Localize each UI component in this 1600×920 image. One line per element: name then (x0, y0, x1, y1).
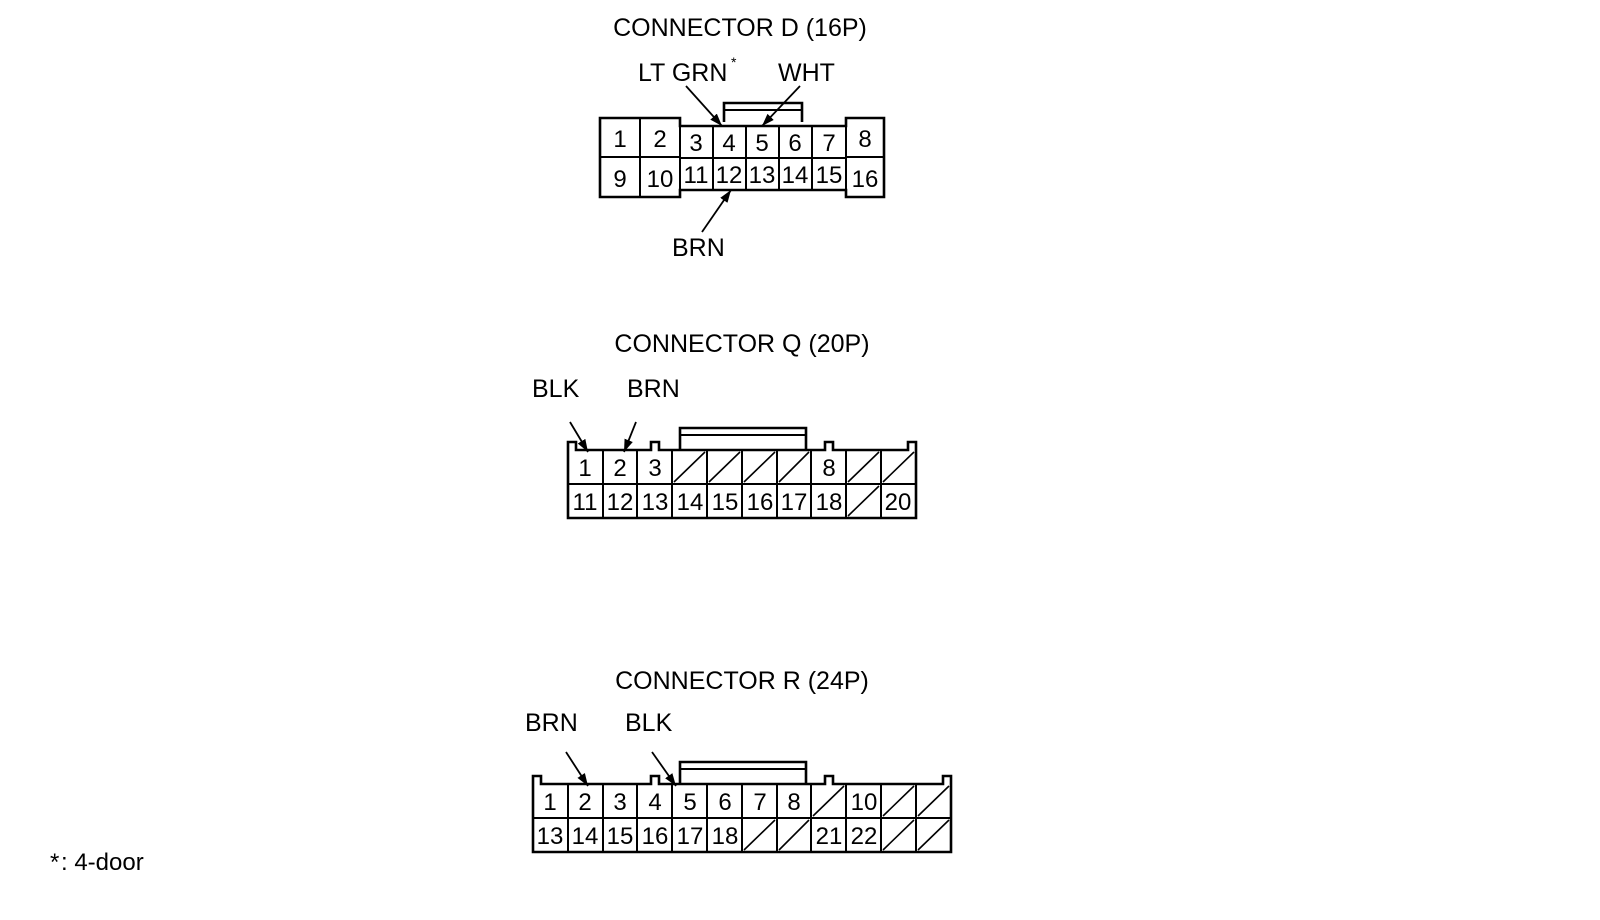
footnote-text: : 4-door (61, 849, 144, 876)
pin-cell: 13 (537, 823, 564, 850)
empty-cavity-slash (743, 451, 776, 483)
empty-cavity-slash (812, 785, 845, 817)
pin-cell: 11 (684, 162, 709, 189)
connector-d-title: CONNECTOR D (16P) (613, 14, 867, 42)
pin-cell: 1 (543, 789, 556, 816)
pin-cell: 3 (689, 130, 702, 157)
pin-cell: 11 (573, 489, 598, 516)
connector-d-lock-tab (722, 101, 804, 122)
leader-arrow (651, 751, 677, 787)
empty-cavity-slash (917, 819, 950, 851)
connector-r-empty-cavities (743, 785, 950, 851)
connector-q: CONNECTOR Q (20P) BLK BRN (532, 330, 918, 520)
pin-cell: 16 (747, 489, 774, 516)
leader-arrow (569, 421, 589, 453)
pin-cell: 2 (578, 789, 591, 816)
pin-cell: 1 (613, 126, 626, 153)
connector-r-cell-grid (533, 784, 951, 852)
pin-cell: 13 (749, 162, 776, 189)
pin-cell: 18 (712, 823, 739, 850)
pin-cell: 15 (816, 162, 843, 189)
connector-r: CONNECTOR R (24P) BRN BLK (525, 667, 953, 854)
leader-arrow (761, 85, 801, 127)
leader-arrow (565, 751, 589, 787)
pin-cell: 2 (653, 126, 666, 153)
connector-r-leaders (565, 751, 677, 787)
empty-cavity-slash (743, 819, 776, 851)
pin-cell: 3 (613, 789, 626, 816)
pin-cell: 22 (851, 823, 878, 850)
pin-cell: 5 (683, 789, 696, 816)
pin-cell: 20 (885, 489, 912, 516)
pin-cell: 8 (858, 126, 871, 153)
pin-cell: 13 (642, 489, 669, 516)
pin-cell: 10 (851, 789, 878, 816)
empty-cavity-slash (882, 451, 915, 483)
leader-arrow (701, 189, 732, 233)
pin-cell: 5 (755, 130, 768, 157)
connector-q-cell-grid (568, 450, 916, 518)
pin-cell: 8 (787, 789, 800, 816)
pin-cell: 17 (781, 489, 808, 516)
connector-d-pins: 1 2 3 4 5 6 7 8 9 10 11 12 13 14 15 16 (613, 126, 878, 193)
connector-r-title: CONNECTOR R (24P) (615, 667, 869, 695)
connector-r-wire-brn: BRN (525, 709, 578, 737)
empty-cavity-slash (847, 451, 880, 483)
connector-r-wire-blk: BLK (625, 709, 673, 737)
footnote-mark: * (50, 849, 59, 876)
connector-d-wire-lt-grn-mark: * (731, 54, 737, 70)
connector-d: CONNECTOR D (16P) LT GRN * WHT BRN 1 2 (598, 14, 886, 262)
pin-cell: 12 (716, 162, 743, 189)
pin-cell: 14 (782, 162, 809, 189)
empty-cavity-slash (847, 485, 880, 517)
connector-d-wire-brn: BRN (672, 234, 725, 262)
connector-q-empty-cavities (673, 451, 915, 517)
connector-q-title: CONNECTOR Q (20P) (614, 330, 869, 358)
pin-cell: 17 (677, 823, 704, 850)
pin-cell: 14 (677, 489, 704, 516)
pin-cell: 6 (788, 130, 801, 157)
pin-cell: 10 (647, 166, 674, 193)
pin-cell: 18 (816, 489, 843, 516)
pin-cell: 4 (722, 130, 735, 157)
connector-d-leaders (685, 85, 801, 233)
pin-cell: 4 (648, 789, 661, 816)
pin-cell: 8 (822, 455, 835, 482)
connector-q-wire-brn: BRN (627, 375, 680, 403)
connector-d-wire-lt-grn: LT GRN (638, 59, 727, 87)
pin-cell: 1 (578, 455, 591, 482)
connector-d-wire-wht: WHT (778, 59, 835, 87)
pin-cell: 9 (613, 166, 626, 193)
connector-r-lock-tab (678, 760, 808, 784)
empty-cavity-slash (778, 819, 810, 851)
connector-d-cell-grid (600, 118, 884, 197)
pin-cell: 6 (718, 789, 731, 816)
pin-cell: 7 (822, 130, 835, 157)
pin-cell: 21 (816, 823, 843, 850)
pin-cell: 7 (753, 789, 766, 816)
pin-cell: 15 (712, 489, 739, 516)
connector-q-leaders (569, 421, 637, 453)
empty-cavity-slash (882, 785, 915, 817)
pin-cell: 14 (572, 823, 599, 850)
empty-cavity-slash (708, 451, 741, 483)
pin-cell: 16 (642, 823, 669, 850)
pin-cell: 12 (607, 489, 634, 516)
leader-arrow (685, 85, 723, 127)
leader-arrow (623, 421, 637, 453)
connector-q-wire-blk: BLK (532, 375, 580, 403)
pin-cell: 15 (607, 823, 634, 850)
empty-cavity-slash (673, 451, 706, 483)
footnote: * : 4-door (50, 849, 144, 876)
empty-cavity-slash (917, 785, 950, 817)
pin-cell: 16 (852, 166, 879, 193)
empty-cavity-slash (778, 451, 810, 483)
connector-q-pins: 1 2 3 8 11 12 13 14 15 16 17 18 20 (573, 455, 912, 516)
pin-cell: 2 (613, 455, 626, 482)
connector-r-pins: 1 2 3 4 5 6 7 8 10 13 14 15 16 17 18 21 … (537, 789, 878, 850)
connector-q-lock-tab (678, 426, 808, 450)
pin-cell: 3 (648, 455, 661, 482)
empty-cavity-slash (882, 819, 915, 851)
